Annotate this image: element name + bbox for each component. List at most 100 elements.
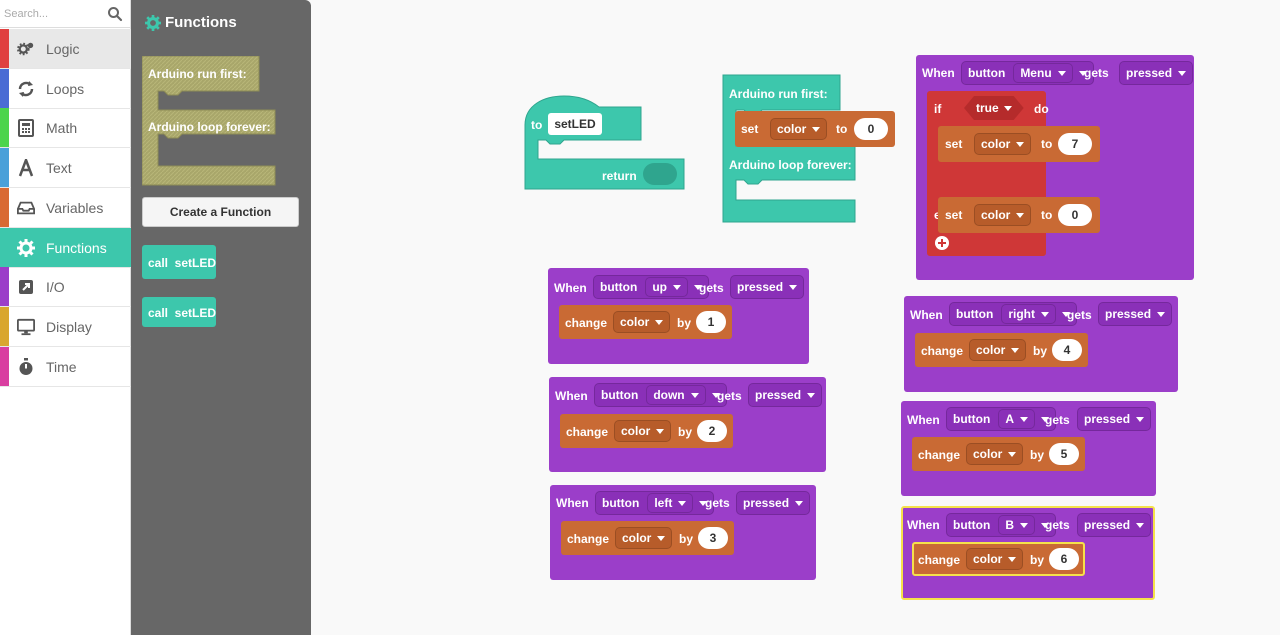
arduino-main-block-disabled[interactable] — [142, 56, 276, 186]
number-input[interactable]: 6 — [1049, 548, 1079, 570]
button-b-handler-selected[interactable]: When button B gets pressed change color … — [901, 506, 1155, 600]
button-label: button — [956, 307, 994, 321]
event-type-dropdown[interactable]: pressed — [730, 275, 805, 299]
category-text[interactable]: Text — [0, 148, 131, 188]
event-type-dropdown[interactable]: pressed — [1098, 302, 1173, 326]
number-input[interactable]: 2 — [697, 420, 727, 442]
change-variable-block[interactable]: change color by 2 — [560, 414, 733, 448]
button-type-field[interactable]: button down — [594, 383, 727, 407]
text-icon — [17, 159, 35, 177]
when-label: When — [556, 496, 589, 510]
number-input[interactable]: 0 — [854, 118, 888, 140]
button-right-handler[interactable]: When button right gets pressed change co… — [904, 296, 1178, 392]
button-name-dropdown[interactable]: down — [646, 385, 706, 405]
number-input[interactable]: 4 — [1052, 339, 1082, 361]
button-name-dropdown[interactable]: left — [647, 493, 694, 513]
when-label: When — [554, 281, 587, 295]
event-type-text: pressed — [1084, 412, 1131, 426]
button-a-handler[interactable]: When button A gets pressed change color … — [901, 401, 1156, 496]
number-input[interactable]: 5 — [1049, 443, 1079, 465]
number-input[interactable]: 3 — [698, 527, 728, 549]
button-name-text: down — [653, 388, 685, 402]
button-name-dropdown[interactable]: Menu — [1013, 63, 1073, 83]
category-color-bar — [0, 108, 9, 147]
event-type-dropdown[interactable]: pressed — [1119, 61, 1194, 85]
change-variable-block[interactable]: change color by 6 — [912, 542, 1085, 576]
category-display[interactable]: Display — [0, 307, 131, 347]
function-name-field[interactable]: setLED — [548, 113, 602, 135]
button-up-handler[interactable]: When button up gets pressed change color… — [548, 268, 809, 364]
button-down-handler[interactable]: When button down gets pressed change col… — [549, 377, 826, 472]
event-type-text: pressed — [743, 496, 790, 510]
set-variable-block[interactable]: set color to 7 — [938, 126, 1100, 162]
event-type-dropdown[interactable]: pressed — [748, 383, 823, 407]
call-setled-block[interactable]: call setLED — [142, 297, 216, 327]
category-math[interactable]: Math — [0, 108, 131, 148]
variable-dropdown[interactable]: color — [615, 527, 673, 549]
button-name-dropdown[interactable]: B — [998, 515, 1035, 535]
change-variable-block[interactable]: change color by 5 — [912, 437, 1085, 471]
button-type-field[interactable]: button up — [593, 275, 709, 299]
number-input[interactable]: 7 — [1058, 133, 1092, 155]
category-loops[interactable]: Loops — [0, 69, 131, 109]
search-icon[interactable] — [107, 6, 123, 22]
number-input-value: 5 — [1060, 447, 1068, 461]
flyout-loop-forever-label: Arduino loop forever: — [148, 120, 271, 134]
variable-dropdown[interactable]: color — [974, 133, 1032, 155]
variable-dropdown[interactable]: color — [966, 443, 1024, 465]
call-setled-block[interactable]: call setLED — [142, 245, 216, 279]
category-io[interactable]: I/O — [0, 267, 131, 307]
category-functions[interactable]: Functions — [0, 228, 131, 268]
variable-dropdown[interactable]: color — [614, 420, 672, 442]
event-type-dropdown[interactable]: pressed — [1077, 513, 1152, 537]
variable-dropdown[interactable]: color — [770, 118, 828, 140]
when-label: When — [907, 413, 940, 427]
variable-dropdown[interactable]: color — [613, 311, 671, 333]
event-type-dropdown[interactable]: pressed — [736, 491, 811, 515]
do-label: do — [1034, 102, 1049, 116]
button-name-dropdown[interactable]: up — [645, 277, 688, 297]
block-workspace[interactable]: to setLED return Arduino run first: Ardu… — [311, 0, 1280, 635]
create-function-button[interactable]: Create a Function — [142, 197, 299, 227]
category-color-bar — [0, 347, 9, 386]
button-type-field[interactable]: button right — [949, 302, 1077, 326]
button-type-field[interactable]: button Menu — [961, 61, 1094, 85]
change-variable-block[interactable]: change color by 1 — [559, 305, 732, 339]
button-type-field[interactable]: button A — [946, 407, 1056, 431]
button-left-handler[interactable]: When button left gets pressed change col… — [550, 485, 816, 580]
number-input-value: 2 — [708, 424, 716, 438]
variable-dropdown[interactable]: color — [974, 204, 1032, 226]
number-input[interactable]: 1 — [696, 311, 726, 333]
by-label: by — [1030, 448, 1045, 462]
call-setled-label: call setLED — [148, 306, 217, 320]
button-name-dropdown[interactable]: A — [998, 409, 1035, 429]
variable-dropdown[interactable]: color — [966, 548, 1024, 570]
boolean-dropdown[interactable]: true — [964, 96, 1024, 120]
change-label: change — [566, 425, 609, 439]
number-input[interactable]: 0 — [1058, 204, 1092, 226]
variable-dropdown[interactable]: color — [969, 339, 1027, 361]
set-variable-block[interactable]: set color to 0 — [735, 111, 895, 147]
category-logic[interactable]: Logic — [0, 29, 131, 69]
category-color-bar — [0, 267, 9, 306]
category-time[interactable]: Time — [0, 347, 131, 387]
functions-flyout: Functions Arduino run first: Arduino loo… — [131, 0, 311, 635]
button-menu-handler[interactable]: When button Menu gets pressed if true do… — [916, 55, 1194, 280]
return-value-slot[interactable] — [643, 163, 677, 185]
chevron-down-icon — [1004, 106, 1012, 111]
plus-circle-icon[interactable] — [934, 235, 950, 251]
change-variable-block[interactable]: change color by 3 — [561, 521, 734, 555]
run-first-label: Arduino run first: — [729, 87, 828, 101]
variable-dropdown-text: color — [621, 424, 651, 438]
button-name-dropdown[interactable]: right — [1001, 304, 1056, 324]
category-variables[interactable]: Variables — [0, 188, 131, 228]
gets-label: gets — [1067, 308, 1092, 322]
change-variable-block[interactable]: change color by 4 — [915, 333, 1088, 367]
search-input[interactable] — [4, 4, 104, 24]
to-label: to — [1041, 208, 1053, 222]
event-type-dropdown[interactable]: pressed — [1077, 407, 1152, 431]
set-variable-block[interactable]: set color to 0 — [938, 197, 1100, 233]
button-type-field[interactable]: button B — [946, 513, 1056, 537]
by-label: by — [678, 425, 693, 439]
button-type-field[interactable]: button left — [595, 491, 715, 515]
